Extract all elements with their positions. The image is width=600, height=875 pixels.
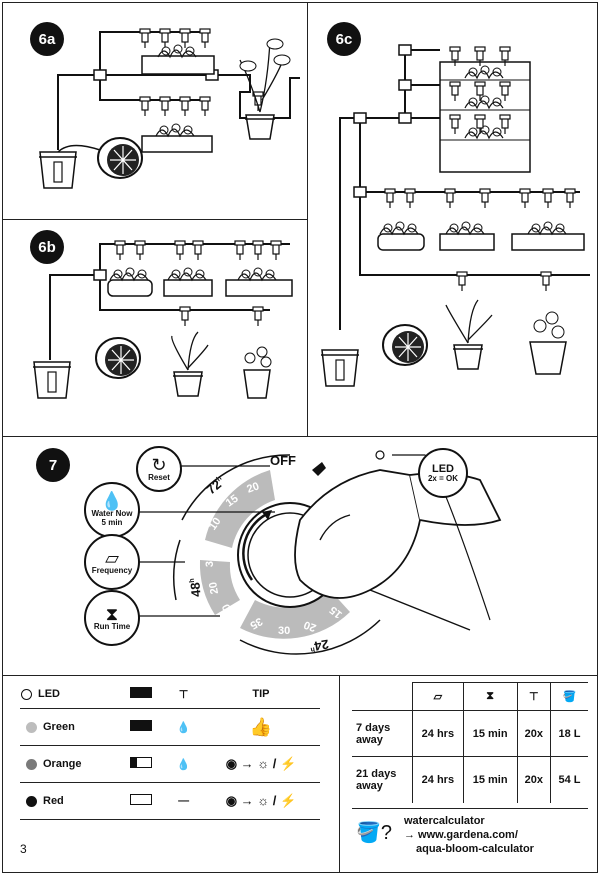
- led-row-green: Green 💧 👍: [20, 708, 320, 746]
- away-minutes: 15 min: [462, 710, 518, 757]
- ring48-tick-30: 30: [204, 554, 217, 568]
- water-calculator-text[interactable]: watercalculator → www.gardena.com/ aqua-…: [404, 815, 534, 856]
- no-drops: —: [165, 782, 202, 820]
- table-divider: [339, 675, 340, 873]
- col-led-label: LED: [38, 688, 60, 700]
- off-label: OFF: [270, 453, 296, 468]
- calc-line2[interactable]: → www.gardena.com/: [404, 828, 518, 841]
- dripper-col-icon: ⊤: [165, 680, 202, 709]
- ring48-tick-20: 20: [207, 580, 222, 596]
- charge-sun-icon: ◉ → ☼ / ⚡: [201, 782, 320, 820]
- led-label: LED: [432, 462, 454, 475]
- drops-icon: 💧: [165, 745, 202, 783]
- away-drips: 20x: [516, 756, 552, 803]
- reset-label: Reset: [148, 472, 170, 482]
- away-row-7days: 7 days away 24 hrs 15 min 20x 18 L: [352, 710, 588, 757]
- orange-dot-icon: [26, 758, 37, 770]
- run-time-label: Run Time: [93, 621, 131, 631]
- water-now-button[interactable]: 💧 Water Now 5 min: [84, 482, 140, 538]
- calc-line1: watercalculator: [404, 815, 485, 827]
- water-now-label: Water Now: [91, 509, 133, 519]
- setup-illustrations: [32, 28, 590, 399]
- step-badge-6c: 6c: [327, 22, 361, 56]
- hourglass-icon: ⧗: [462, 682, 518, 711]
- frequency-label: Frequency: [91, 565, 133, 575]
- frequency-icon: ▱: [105, 547, 119, 568]
- led-name: Red: [43, 795, 64, 807]
- drops-icon: 💧: [165, 708, 202, 746]
- away-hours: 24 hrs: [412, 756, 464, 803]
- away-settings-table: ▱ ⧗ ⊤ 🪣 7 days away 24 hrs 15 min 20x 18…: [352, 682, 588, 803]
- away-row-21days: 21 days away 24 hrs 15 min 20x 54 L: [352, 756, 588, 803]
- thumbs-up-icon: 👍: [201, 708, 320, 746]
- led-name: Green: [43, 721, 75, 733]
- hourglass-icon: ⧗: [105, 603, 119, 624]
- water-drop-icon: 💧: [100, 491, 124, 512]
- reset-button[interactable]: ↻ Reset: [136, 446, 182, 492]
- panel-tables: [2, 675, 598, 873]
- frequency-icon: ▱: [412, 682, 464, 711]
- green-dot-icon: [26, 721, 37, 733]
- ring24-freq: 24h: [309, 636, 330, 654]
- col-tip-label: TIP: [201, 680, 320, 709]
- away-minutes: 15 min: [462, 756, 518, 803]
- dripper-icon: ⊤: [516, 682, 552, 711]
- water-calculator-icon: 🪣?: [356, 822, 393, 844]
- led-status-table: LED ⊤ TIP Green 💧 👍 Orange 💧 ◉ → ☼ / ⚡ R…: [20, 680, 320, 820]
- page-number: 3: [20, 842, 27, 856]
- battery-empty-icon: [129, 794, 152, 805]
- led-table-header: LED ⊤ TIP: [20, 680, 320, 709]
- battery-col-icon: [116, 680, 166, 709]
- away-hours: 24 hrs: [412, 710, 464, 757]
- away-drips: 20x: [516, 710, 552, 757]
- ring48-freq: 48h: [187, 578, 204, 598]
- away-litres: 18 L: [550, 710, 588, 757]
- ring24-tick-30: 30: [278, 625, 291, 637]
- bucket-icon: 🪣: [550, 682, 588, 711]
- step-badge-6a: 6a: [30, 22, 64, 56]
- away-label: 21 days away: [352, 756, 413, 803]
- led-row-red: Red — ◉ → ☼ / ⚡: [20, 782, 320, 820]
- led-name: Orange: [43, 758, 82, 770]
- away-label: 7 days away: [352, 710, 413, 757]
- away-table-header: ▱ ⧗ ⊤ 🪣: [352, 682, 588, 711]
- step-badge-7: 7: [36, 448, 70, 482]
- battery-low-icon: [129, 757, 152, 768]
- calc-divider: [352, 808, 588, 809]
- led-sub: 2x = OK: [427, 473, 458, 483]
- water-now-sub: 5 min: [101, 518, 123, 527]
- battery-full-icon: [129, 720, 152, 731]
- led-dot-icon: [21, 688, 32, 700]
- away-litres: 54 L: [550, 756, 588, 803]
- frequency-button[interactable]: ▱ Frequency: [84, 534, 140, 590]
- step-badge-6b: 6b: [30, 230, 64, 264]
- reset-icon: ↻: [151, 454, 167, 475]
- charge-sun-icon: ◉ → ☼ / ⚡: [201, 745, 320, 783]
- led-row-orange: Orange 💧 ◉ → ☼ / ⚡: [20, 745, 320, 783]
- calc-line3[interactable]: aqua-bloom-calculator: [416, 842, 534, 855]
- red-dot-icon: [26, 795, 37, 807]
- run-time-button[interactable]: ⧗ Run Time: [84, 590, 140, 646]
- led-indicator: LED 2x = OK: [418, 448, 468, 498]
